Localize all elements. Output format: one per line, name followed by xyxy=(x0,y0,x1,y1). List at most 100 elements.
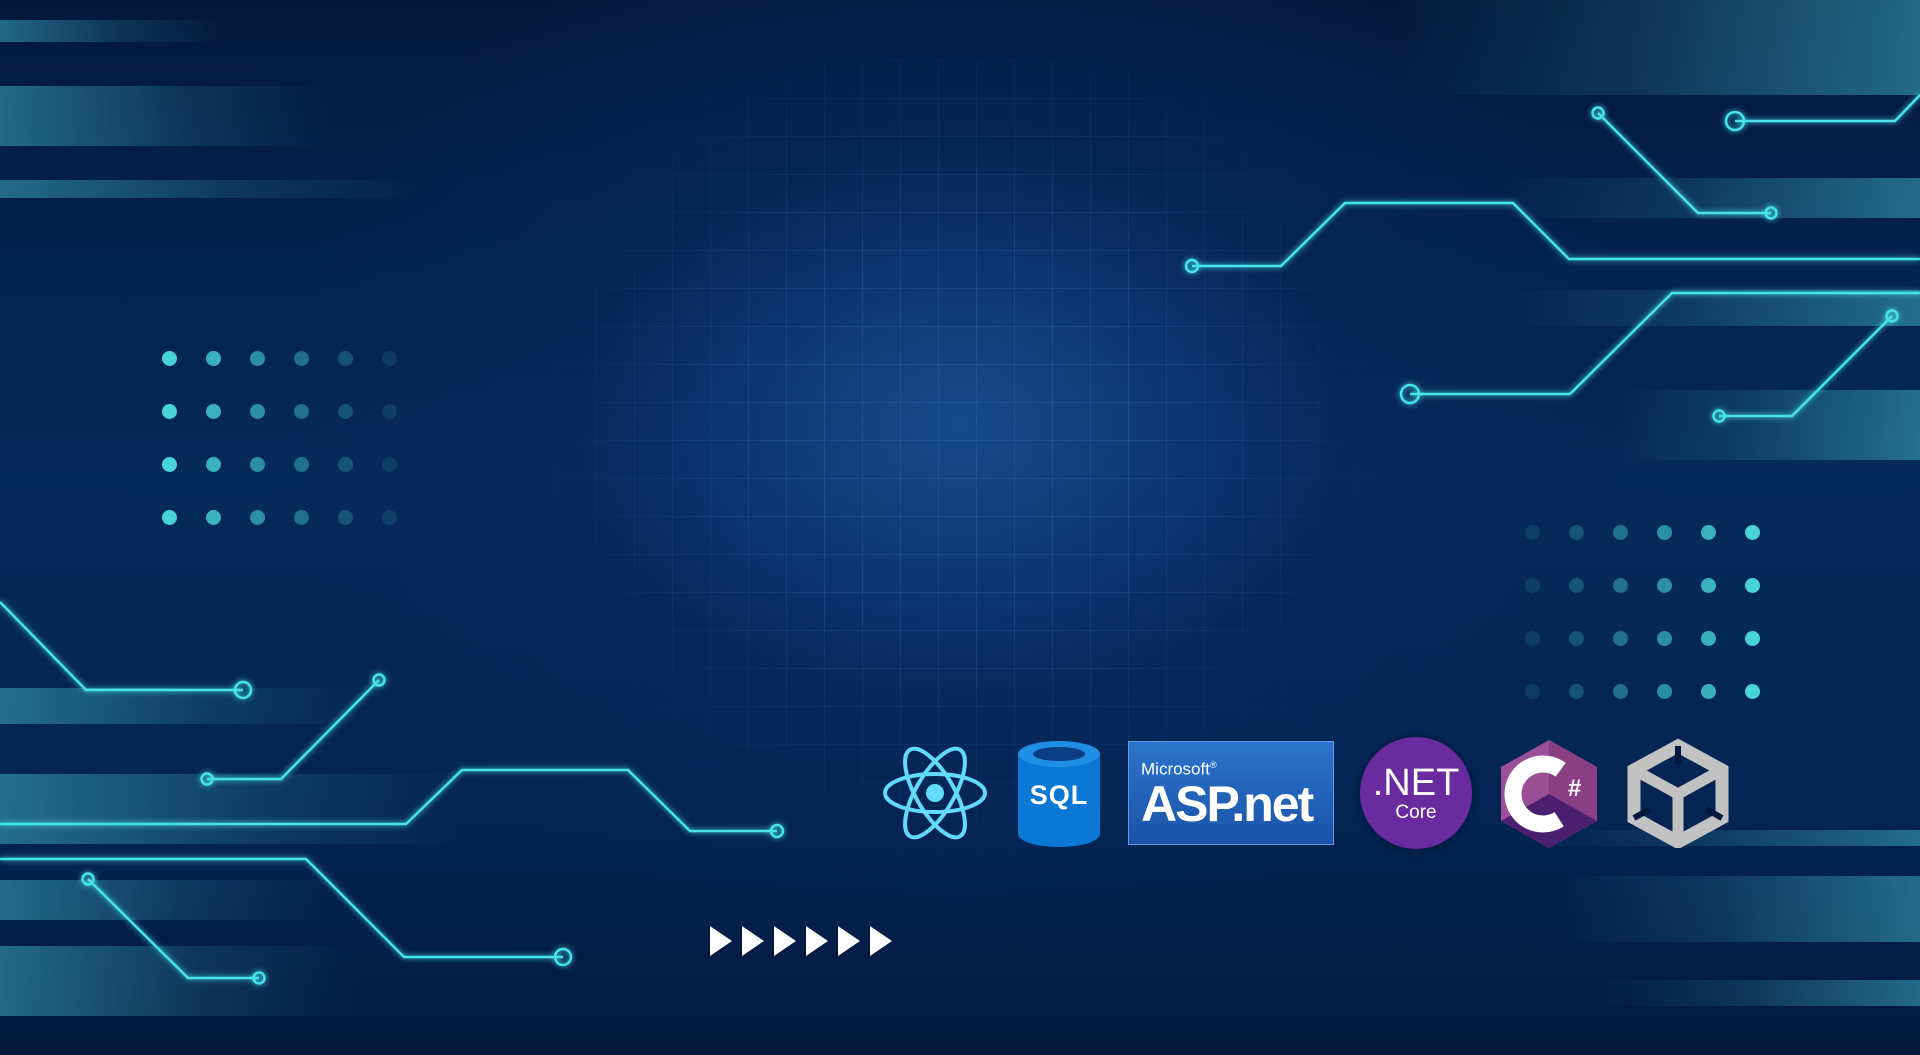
dot-matrix-left xyxy=(162,351,397,525)
netcore-subtitle: Core xyxy=(1395,802,1437,823)
dot xyxy=(1745,578,1760,593)
dot xyxy=(338,351,353,366)
glow-band xyxy=(0,774,460,844)
circuit-node xyxy=(233,680,253,700)
glow-band xyxy=(0,180,420,198)
circuit-node xyxy=(1712,409,1726,423)
dot xyxy=(1701,631,1716,646)
circuit-line xyxy=(1735,94,1920,123)
dot xyxy=(1569,684,1584,699)
circuit-line xyxy=(1410,291,1920,396)
circuit-line xyxy=(0,601,243,692)
dot xyxy=(1525,578,1540,593)
chevron-right-icon xyxy=(774,926,796,956)
glow-band xyxy=(1620,390,1920,460)
dot xyxy=(1657,631,1672,646)
circuit-line xyxy=(1192,201,1920,268)
netcore-title: .NET xyxy=(1372,762,1460,804)
circuit-node xyxy=(1885,309,1899,323)
dot xyxy=(338,457,353,472)
circuit-node xyxy=(1184,258,1200,274)
circuit-node xyxy=(553,947,573,967)
dot xyxy=(1745,684,1760,699)
glow-band xyxy=(0,86,330,146)
dot xyxy=(294,351,309,366)
dot xyxy=(1613,578,1628,593)
chevron-right-icon xyxy=(838,926,860,956)
circuit-line xyxy=(207,679,380,781)
chevron-right-icon xyxy=(710,926,732,956)
glow-band xyxy=(0,880,330,920)
dot xyxy=(206,351,221,366)
dot xyxy=(1613,525,1628,540)
dot xyxy=(382,457,397,472)
dot xyxy=(1657,684,1672,699)
glow-band xyxy=(1560,876,1920,942)
circuit-node xyxy=(81,872,95,886)
circuit-line xyxy=(1597,112,1771,215)
glow-band xyxy=(1500,290,1920,326)
circuit-node xyxy=(1399,383,1421,405)
dot xyxy=(1613,631,1628,646)
dot-matrix-right xyxy=(1525,525,1760,699)
aspnet-title: ASP.net xyxy=(1141,776,1314,833)
glow-band xyxy=(0,688,360,724)
dot xyxy=(1701,684,1716,699)
dot xyxy=(382,404,397,419)
chevron-right-icon xyxy=(870,926,892,956)
dot xyxy=(162,404,177,419)
registered-mark: ® xyxy=(1209,759,1217,770)
dot xyxy=(1613,684,1628,699)
circuit-node xyxy=(1591,106,1605,120)
dot xyxy=(1525,684,1540,699)
chevron-right-icon xyxy=(806,926,828,956)
dot xyxy=(162,457,177,472)
dot xyxy=(250,351,265,366)
sql-database-icon: SQL xyxy=(1016,738,1102,848)
dot xyxy=(1569,631,1584,646)
circuit-node xyxy=(252,971,266,985)
circuit-line xyxy=(87,878,259,980)
circuit-line xyxy=(1719,315,1893,418)
react-icon xyxy=(880,738,990,848)
dot xyxy=(1569,525,1584,540)
arrow-row xyxy=(710,926,892,956)
glow-band xyxy=(0,946,360,1016)
dot xyxy=(1525,525,1540,540)
dot xyxy=(1745,525,1760,540)
dot xyxy=(250,510,265,525)
sql-label: SQL xyxy=(1029,780,1089,810)
dot xyxy=(1657,578,1672,593)
dot xyxy=(294,457,309,472)
tech-logo-row: SQL Microsoft® ASP.net .NET Core # xyxy=(880,737,1730,849)
circuit-node xyxy=(769,823,785,839)
glow-band xyxy=(1600,980,1920,1006)
dot xyxy=(162,510,177,525)
dot xyxy=(162,351,177,366)
dot xyxy=(206,457,221,472)
circuit-node xyxy=(1764,206,1778,220)
csharp-sharp-sign: # xyxy=(1568,775,1582,802)
circuit-line xyxy=(0,768,777,833)
circuit-node xyxy=(200,772,214,786)
csharp-logo: # xyxy=(1498,738,1600,848)
glow-band xyxy=(1500,178,1920,218)
circuit-node xyxy=(372,673,386,687)
dot xyxy=(382,510,397,525)
unity-icon xyxy=(1626,738,1730,848)
dot xyxy=(1657,525,1672,540)
circuit-node xyxy=(1724,110,1746,132)
dot xyxy=(1569,578,1584,593)
dot xyxy=(338,404,353,419)
glow-band xyxy=(0,20,220,42)
dot xyxy=(1525,631,1540,646)
glow-band xyxy=(1400,0,1920,95)
glow-band xyxy=(1540,830,1920,846)
dot xyxy=(1701,525,1716,540)
dot xyxy=(1701,578,1716,593)
netcore-logo: .NET Core xyxy=(1360,737,1472,849)
dot xyxy=(1745,631,1760,646)
dot xyxy=(382,351,397,366)
aspnet-microsoft-label: Microsoft xyxy=(1141,759,1210,779)
